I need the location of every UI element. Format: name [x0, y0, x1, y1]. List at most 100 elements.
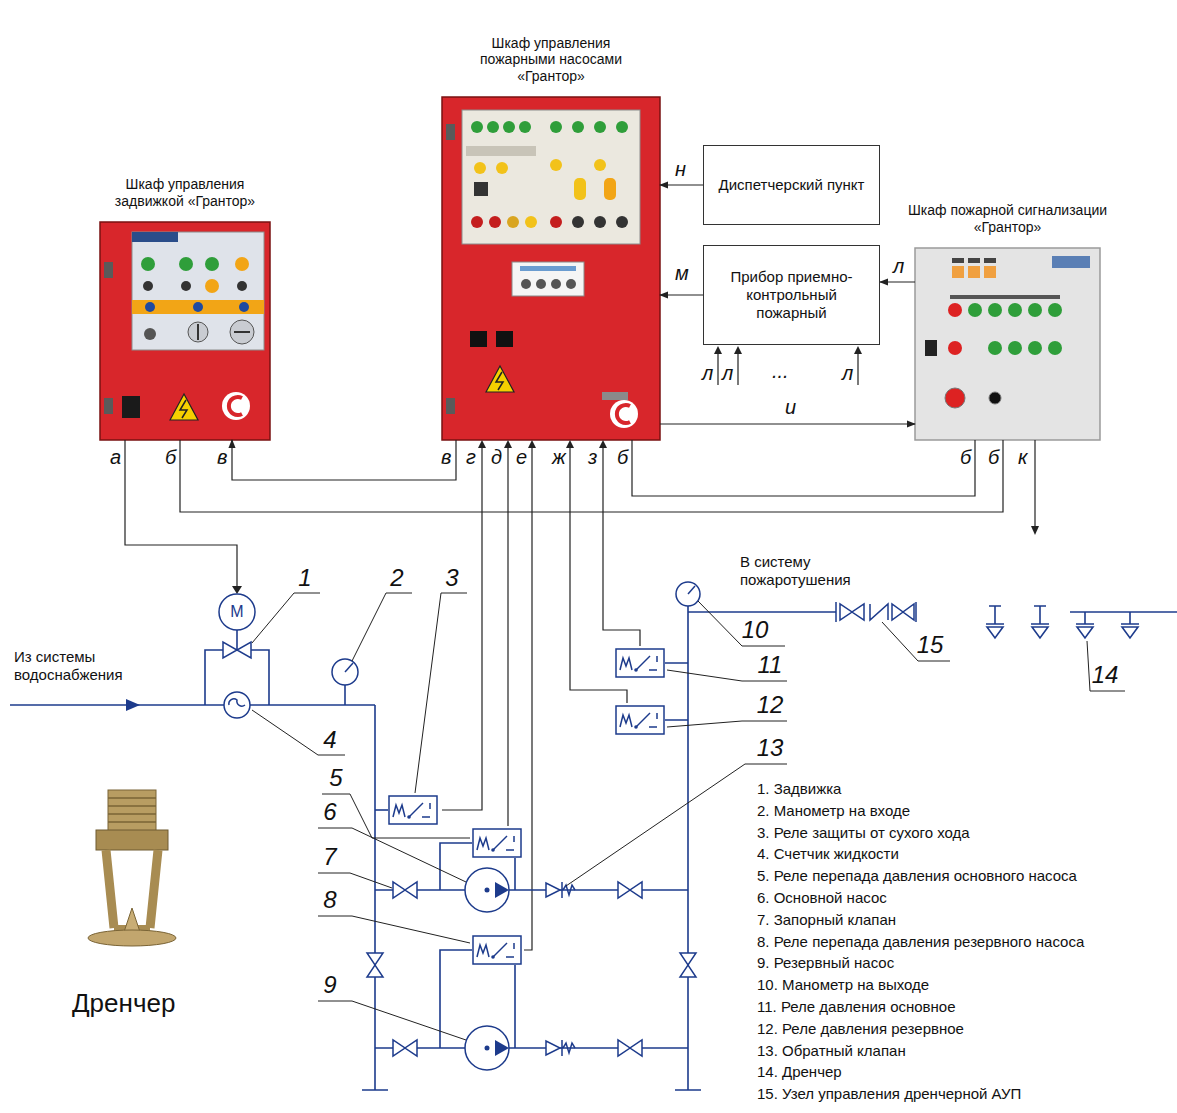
pump-cabinet-drawing [521, 279, 531, 289]
alarm-cabinet-drawing [950, 295, 1060, 299]
pipe-fittings [465, 1026, 509, 1070]
pipe-fittings [630, 882, 642, 898]
signal-letter: г [466, 446, 476, 469]
key-list-item: 3. Реле защиты от сухого хода [757, 824, 970, 842]
alarm-cabinet-drawing [968, 303, 982, 317]
drencher-symbol [1077, 627, 1093, 638]
control-wires [504, 440, 512, 448]
pipe-fittings [546, 1041, 560, 1055]
key-list-item: 14. Дренчер [757, 1063, 842, 1081]
drencher-photo [88, 930, 176, 946]
control-wires [232, 586, 242, 594]
cabinet-title: Шкаф пожарной сигнализации «Грантор» [893, 202, 1123, 236]
callout-number: 13 [757, 734, 784, 762]
pump-cabinet-drawing [536, 279, 546, 289]
signal-connector [232, 440, 456, 480]
alarm-cabinet-drawing [989, 392, 1001, 404]
alarm-cabinet-drawing [925, 340, 937, 356]
valve-cabinet-drawing [205, 279, 219, 293]
valve-cabinet-drawing [144, 328, 156, 340]
key-list-item: 15. Узел управления дренчерной АУП [757, 1085, 1021, 1103]
relay-symbol [389, 796, 437, 824]
key-list-item: 10. Манометр на выходе [757, 976, 929, 994]
valve-cabinet-drawing [141, 257, 155, 271]
valve-cabinet-drawing [239, 302, 249, 312]
pipe-fittings [688, 586, 695, 594]
pump-cabinet-drawing [512, 262, 584, 296]
alarm-cabinet-drawing [968, 266, 980, 278]
signal-letter: а [110, 446, 121, 469]
pipe-fittings [229, 699, 245, 706]
pump-cabinet-drawing [507, 216, 519, 228]
alarm-cabinet-drawing [968, 258, 980, 263]
pump-cabinet-drawing [471, 216, 483, 228]
ellipsis-mark: ... [772, 360, 789, 383]
signal-connector [660, 294, 703, 295]
signal-connector [660, 423, 915, 424]
valve-cabinet-drawing [229, 397, 242, 415]
pump-symbol [495, 882, 509, 898]
pump-cabinet-drawing [550, 121, 562, 133]
signal-letter: в [217, 446, 227, 469]
cabinet-title: Шкаф управления пожарными насосами «Гран… [476, 35, 626, 85]
valve-cabinet-drawing [100, 222, 270, 440]
pump-symbol [485, 888, 490, 893]
leader-lines [1087, 641, 1125, 691]
control-wires [524, 446, 532, 950]
leader-lines [352, 593, 412, 661]
control-wires [442, 446, 482, 810]
flow-arrow [126, 699, 140, 711]
leader-lines [318, 1001, 466, 1040]
control-wires [1031, 526, 1039, 535]
cabinet-title: Шкаф управления задвижкой «Грантор» [98, 176, 273, 210]
alarm-cabinet-drawing [1048, 303, 1062, 317]
key-list-item: 13. Обратный клапан [757, 1042, 906, 1060]
control-wires [125, 440, 237, 588]
pump-cabinet-drawing [572, 121, 584, 133]
valve-cabinet-drawing [143, 281, 153, 291]
alarm-cabinet-drawing [952, 266, 964, 278]
pipe-fittings [546, 883, 560, 897]
pump-cabinet-drawing [594, 121, 606, 133]
pipe-fittings [903, 604, 914, 620]
leader-lines [252, 593, 320, 643]
pump-cabinet-drawing [550, 159, 562, 171]
relay-symbol [616, 706, 664, 734]
pipework [362, 705, 388, 1090]
alarm-cabinet: Шкаф пожарной сигнализации «Грантор» [915, 248, 1100, 440]
callout-number: 11 [758, 651, 783, 679]
leader-lines [698, 601, 785, 646]
valve-cabinet-drawing [100, 222, 270, 440]
alarm-cabinet-drawing [1008, 341, 1022, 355]
valve-cabinet-drawing [205, 257, 219, 271]
pipe-fittings [562, 1040, 575, 1056]
signal-letter: н [675, 158, 686, 181]
alarm-cabinet-drawing [988, 303, 1002, 317]
pipework [375, 809, 388, 811]
alarm-cabinet-drawing [1028, 303, 1042, 317]
leader-lines [252, 593, 1125, 1040]
relay-symbol [473, 936, 521, 964]
pump-cabinet-drawing [520, 266, 576, 271]
signal-letter: ж [552, 446, 566, 469]
pump-cabinet-drawing [442, 97, 660, 440]
alarm-cabinet-drawing [948, 303, 962, 317]
pump-cabinet-drawing [566, 279, 576, 289]
pipe-fittings [465, 868, 509, 912]
pump-cabinet: Шкаф управления пожарными насосами «Гран… [442, 97, 660, 440]
control-wires [734, 346, 742, 354]
pump-cabinet-drawing [550, 216, 562, 228]
pump-symbol [485, 1046, 490, 1051]
leader-lines [667, 721, 787, 727]
signal-connector [660, 184, 703, 185]
valve-cabinet-drawing [181, 281, 191, 291]
pipe-fittings [405, 1040, 417, 1056]
callout-number: 3 [445, 564, 458, 592]
pipe-fittings [367, 965, 383, 977]
signal-connector [880, 281, 915, 282]
valve-cabinet-drawing [104, 398, 113, 414]
callout-number: 5 [329, 764, 342, 792]
alarm-cabinet-drawing [988, 341, 1002, 355]
callout-number: 14 [1092, 661, 1119, 689]
